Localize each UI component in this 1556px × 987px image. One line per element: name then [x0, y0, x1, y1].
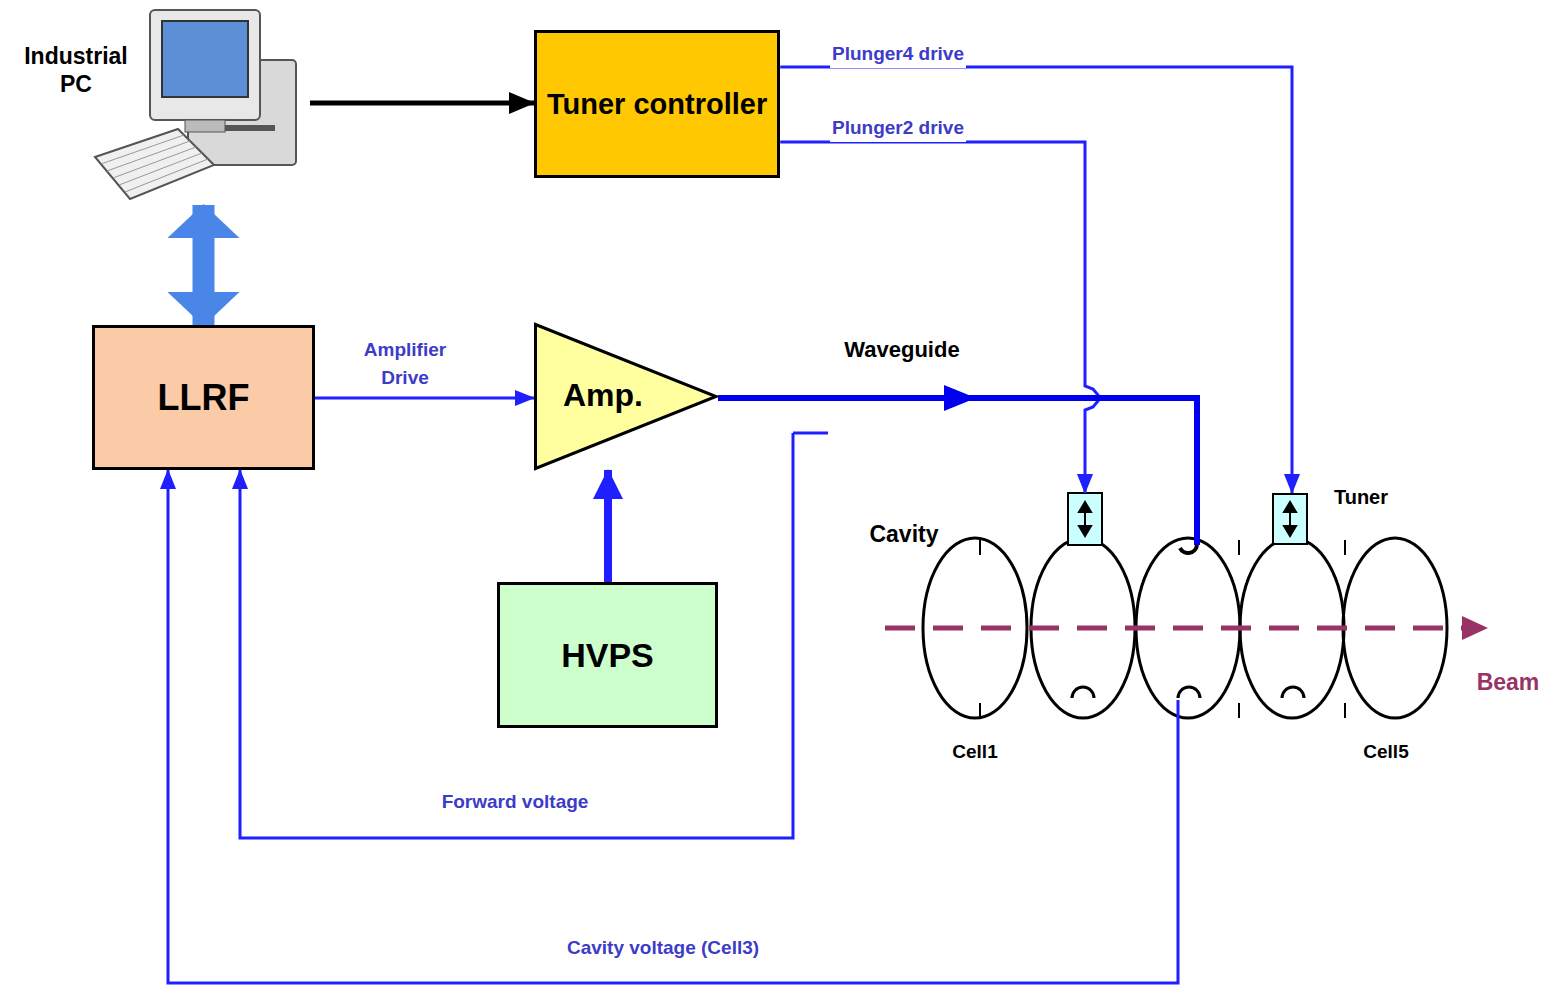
beam-arrowhead: [1462, 616, 1488, 640]
beam-label: Beam: [1477, 669, 1540, 696]
command-arrow: [310, 101, 534, 106]
node-text: Tuner: [1326, 485, 1396, 509]
computer-icon: Industrial PC: [10, 5, 310, 205]
left-tuner: [1068, 493, 1102, 545]
hvps-box: HVPS: [497, 582, 718, 728]
cavity-region: Cavity: [855, 493, 1455, 723]
signal-label: Cavity voltage (Cell3): [565, 934, 761, 962]
pickup-probe: [1177, 700, 1180, 723]
waveguide-line: [718, 398, 1197, 493]
signal-label: Plunger4 drive: [830, 40, 966, 68]
cell-label: Cell5: [1363, 741, 1408, 763]
node-text: LLRF: [158, 376, 250, 419]
signal-label: Forward voltage: [440, 788, 591, 816]
waveguide-stub: [1194, 493, 1200, 545]
power-feed-arrow: [604, 470, 612, 582]
tuner-controller-box: Tuner controller: [534, 30, 780, 178]
beam-line: [885, 626, 1465, 631]
node-text: Cavity: [859, 521, 949, 549]
computer-drawing: [10, 5, 310, 205]
cell-label: Cell1: [952, 741, 997, 763]
waveguide-arrowhead: [944, 385, 976, 411]
cavity-voltage-line: [168, 470, 1178, 983]
plunger-drive-line: [780, 67, 1292, 493]
plunger-drive-line: [780, 142, 1098, 493]
signal-label: Plunger2 drive: [830, 114, 966, 142]
tuner-box: Tuner: [1272, 493, 1402, 545]
signal-label: Amplifier Drive: [338, 336, 472, 392]
llrf-box: LLRF: [92, 325, 315, 470]
forward-voltage-line: [240, 433, 793, 838]
node-text: Industrial PC: [10, 43, 142, 98]
waveguide-loop: [1180, 545, 1197, 553]
tuner-plunger: [1272, 493, 1308, 545]
node-text: HVPS: [561, 635, 654, 676]
node-text: Amp.: [548, 376, 658, 414]
cell-couplers: [1072, 687, 1304, 698]
directional-coupler: [793, 432, 828, 435]
signal-label: Waveguide: [842, 336, 961, 364]
amplifier-triangle: Amp.: [534, 323, 718, 470]
amplifier-drive-line: [315, 397, 534, 400]
data-bus-arrow: [193, 205, 215, 325]
node-text: Tuner controller: [547, 87, 767, 122]
